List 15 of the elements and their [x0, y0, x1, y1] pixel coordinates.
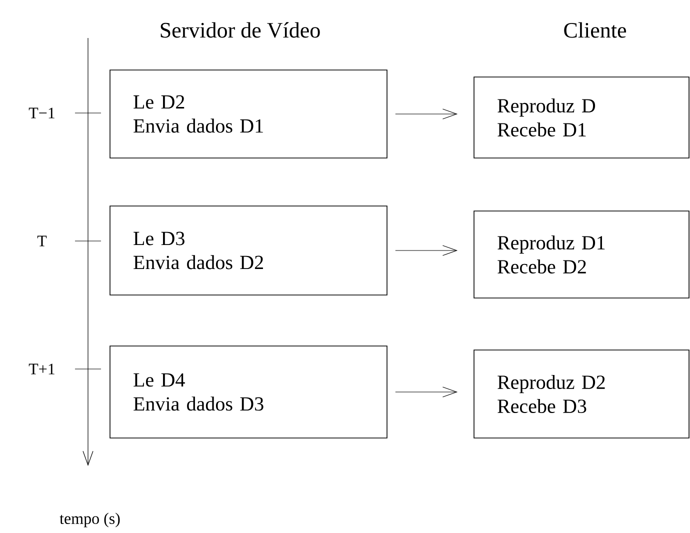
process-box: Le D4 Envia dados D3 — [110, 346, 388, 438]
arrow — [395, 108, 458, 120]
process-box: Reproduz D2 Recebe D3 — [474, 350, 690, 438]
process-box: Le D2 Envia dados D1 — [110, 70, 388, 158]
column-heading: Servidor de Vídeo — [160, 22, 320, 38]
process-box: Le D3 Envia dados D2 — [110, 206, 388, 296]
process-box: Reproduz D Recebe D1 — [474, 76, 690, 158]
column-heading: Cliente — [564, 22, 626, 38]
tick-label: T+1 — [28, 364, 54, 374]
arrow — [395, 245, 458, 256]
axis-label: tempo (s) — [60, 512, 120, 528]
tick-label: T — [37, 236, 47, 246]
process-box: Reproduz D1 Recebe D2 — [474, 210, 690, 298]
tick-label: T−1 — [28, 108, 54, 118]
arrow — [395, 386, 458, 398]
